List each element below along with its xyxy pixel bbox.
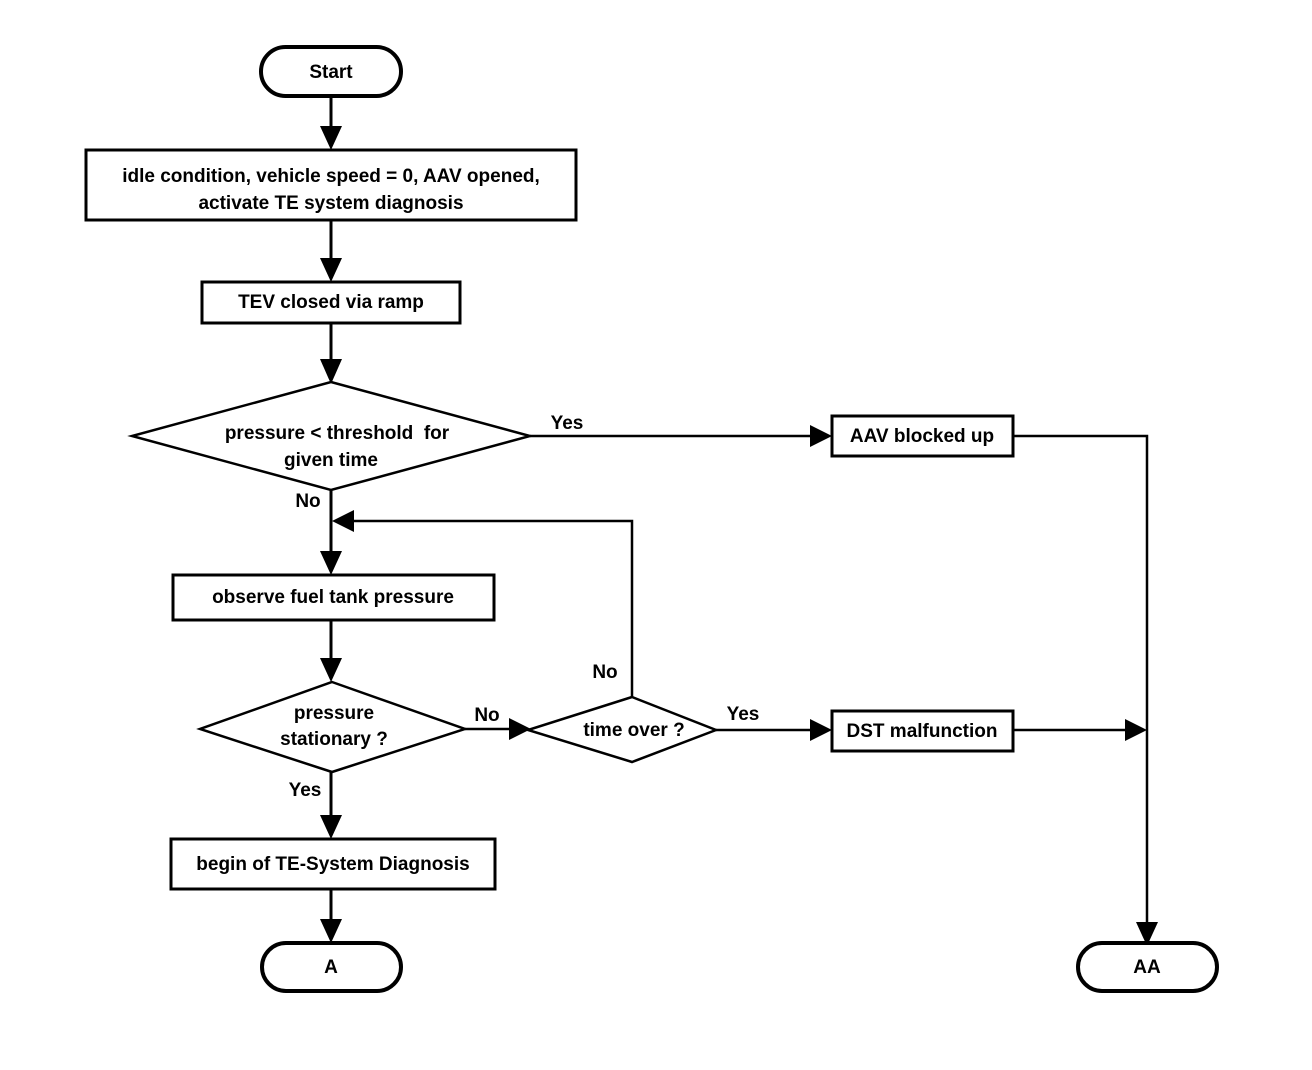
node-dst-malfunction[interactable]: DST malfunction [830, 709, 1015, 753]
node-observe-pressure[interactable]: observe fuel tank pressure [171, 573, 496, 622]
node-pressure-threshold-label-line2: given time [284, 450, 378, 471]
edge-stationary-no-to-timeover [465, 718, 531, 740]
edge-label-threshold-yes: Yes [551, 413, 584, 434]
edge-labels-group: Yes No No Yes No Yes [289, 413, 760, 801]
edge-idle-to-tev [320, 220, 342, 282]
node-tev-closed[interactable]: TEV closed via ramp [200, 280, 462, 325]
node-pressure-threshold-label-line1: pressure < threshold for [225, 423, 450, 444]
nodes-group: Start idle condition, vehicle speed = 0,… [84, 45, 1219, 993]
node-pressure-threshold-decision[interactable]: pressure < threshold for given time [127, 380, 535, 492]
node-start[interactable]: Start [259, 45, 403, 98]
node-time-over-label: time over ? [583, 720, 684, 741]
edge-label-timeover-no: No [592, 662, 617, 683]
edge-aav-to-bus [1013, 434, 1158, 946]
node-begin-diagnosis[interactable]: begin of TE-System Diagnosis [169, 837, 497, 891]
node-pressure-stationary-label-line1: pressure [294, 703, 374, 724]
edge-label-stationary-no: No [474, 705, 499, 726]
edge-timeover-yes-to-dst [716, 719, 832, 741]
node-dst-malfunction-label: DST malfunction [847, 721, 998, 742]
node-pressure-stationary-decision[interactable]: pressure stationary ? [196, 680, 469, 774]
node-connector-aa-label: AA [1133, 957, 1161, 978]
edge-start-to-idle [320, 96, 342, 150]
edge-dst-to-bus [1013, 719, 1147, 741]
node-idle-condition[interactable]: idle condition, vehicle speed = 0, AAV o… [84, 148, 578, 222]
edge-timeover-no-loopback [332, 510, 634, 697]
edge-label-timeover-yes: Yes [727, 704, 760, 725]
node-idle-condition-label-line2: activate TE system diagnosis [198, 193, 463, 214]
edge-label-stationary-yes: Yes [289, 780, 322, 801]
edges-group [320, 96, 1158, 946]
edge-stationary-yes-to-begin [320, 772, 342, 839]
edge-label-threshold-no: No [295, 491, 320, 512]
node-time-over-decision[interactable]: time over ? [523, 695, 720, 764]
node-pressure-stationary-label-line2: stationary ? [280, 729, 388, 750]
edge-threshold-yes-to-aav [530, 425, 832, 447]
node-connector-aa[interactable]: AA [1076, 941, 1219, 993]
node-aav-blocked[interactable]: AAV blocked up [830, 414, 1015, 458]
node-connector-a[interactable]: A [260, 941, 403, 993]
node-begin-diagnosis-label: begin of TE-System Diagnosis [196, 854, 469, 875]
node-idle-condition-label-line1: idle condition, vehicle speed = 0, AAV o… [122, 166, 540, 187]
edge-tev-to-threshold [320, 322, 342, 384]
node-aav-blocked-label: AAV blocked up [850, 426, 994, 447]
node-start-label: Start [309, 62, 353, 83]
node-connector-a-label: A [324, 957, 338, 978]
node-observe-pressure-label: observe fuel tank pressure [212, 587, 454, 608]
edge-begin-to-connector-a [320, 890, 342, 943]
node-tev-closed-label: TEV closed via ramp [238, 292, 424, 313]
edge-observe-to-stationary [320, 620, 342, 682]
edge-threshold-no-to-observe [320, 490, 342, 575]
